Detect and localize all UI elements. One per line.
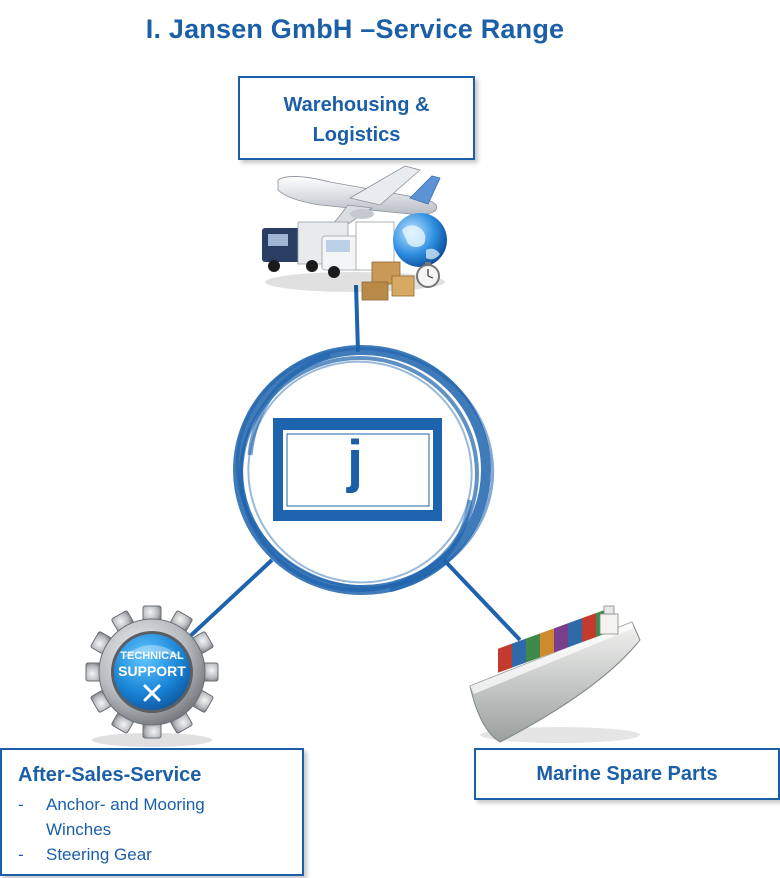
globe-icon xyxy=(393,213,447,267)
warehousing-logistics-box: Warehousing & Logistics xyxy=(238,76,475,160)
warehousing-label-line1: Warehousing & xyxy=(283,94,430,116)
marine-label: Marine Spare Parts xyxy=(536,763,718,785)
list-item: Winches xyxy=(18,817,302,842)
connector-lines xyxy=(184,284,522,642)
connector-right xyxy=(442,558,522,642)
after-sales-service-box: After-Sales-Service - Anchor- and Moorin… xyxy=(0,748,304,876)
warehousing-label-line2: Logistics xyxy=(312,124,401,146)
after-sales-title: After-Sales-Service xyxy=(18,764,202,786)
page-title: I. Jansen GmbH –Service Range xyxy=(145,14,565,44)
marine-spare-parts-box: Marine Spare Parts xyxy=(474,748,780,800)
logistics-collage-icon xyxy=(262,165,447,301)
center-ring xyxy=(233,345,495,595)
connector-top xyxy=(354,284,360,353)
technical-support-badge: TECHNICAL SUPPORT xyxy=(112,650,192,679)
list-item: - Anchor- and Mooring xyxy=(18,795,205,814)
list-item-text: Winches xyxy=(46,820,112,839)
stopwatch-icon xyxy=(416,262,440,288)
list-item: - Steering Gear xyxy=(18,845,152,864)
badge-line-technical: TECHNICAL xyxy=(120,650,184,662)
badge-line-support: SUPPORT xyxy=(118,663,186,679)
cardboard-boxes-icon xyxy=(361,261,415,301)
after-sales-list: - Anchor- and Mooring Winches - Steering… xyxy=(18,792,302,867)
airplane-icon xyxy=(277,165,441,229)
container-ship-icon xyxy=(469,605,641,743)
wrench-icon xyxy=(143,684,161,702)
center-logo-letter: j xyxy=(346,429,364,494)
connector-left xyxy=(184,558,274,642)
list-item-text: Anchor- and Mooring xyxy=(46,795,205,814)
list-item-text: Steering Gear xyxy=(46,845,152,864)
technical-support-gear-icon xyxy=(85,605,219,747)
center-logo xyxy=(273,418,442,521)
